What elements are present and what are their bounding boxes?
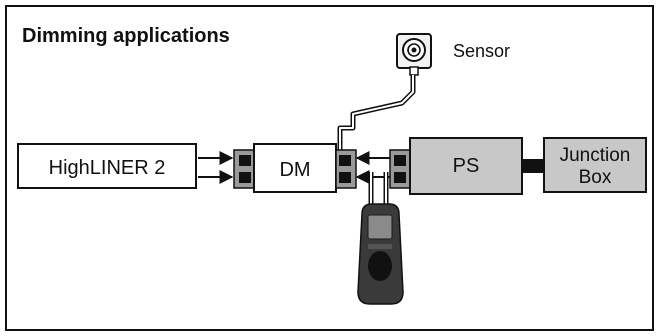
dm-box xyxy=(253,143,337,193)
handheld-programmer-icon xyxy=(357,203,404,305)
junction-box-label-line2: Box xyxy=(579,167,612,188)
junction-box-label-line1: Junction xyxy=(560,145,631,166)
sensor-label: Sensor xyxy=(453,41,510,61)
highliner-to-dm-arrows xyxy=(198,151,234,184)
ps-label: PS xyxy=(453,155,480,177)
dm-input-connector xyxy=(233,149,255,189)
dm-output-connector xyxy=(335,149,357,189)
light-sensor-icon xyxy=(396,33,432,76)
junction-box xyxy=(543,137,647,193)
dm-label: DM xyxy=(279,159,310,181)
ps-connector xyxy=(389,149,411,189)
diagram-title: Dimming applications xyxy=(22,25,230,47)
highliner-label: HighLINER 2 xyxy=(49,157,166,179)
highliner-box xyxy=(17,143,197,189)
handheld-cable xyxy=(368,172,389,208)
ps-junction-cable xyxy=(522,159,544,173)
sensor-cable xyxy=(337,75,416,153)
ps-box xyxy=(409,137,523,195)
